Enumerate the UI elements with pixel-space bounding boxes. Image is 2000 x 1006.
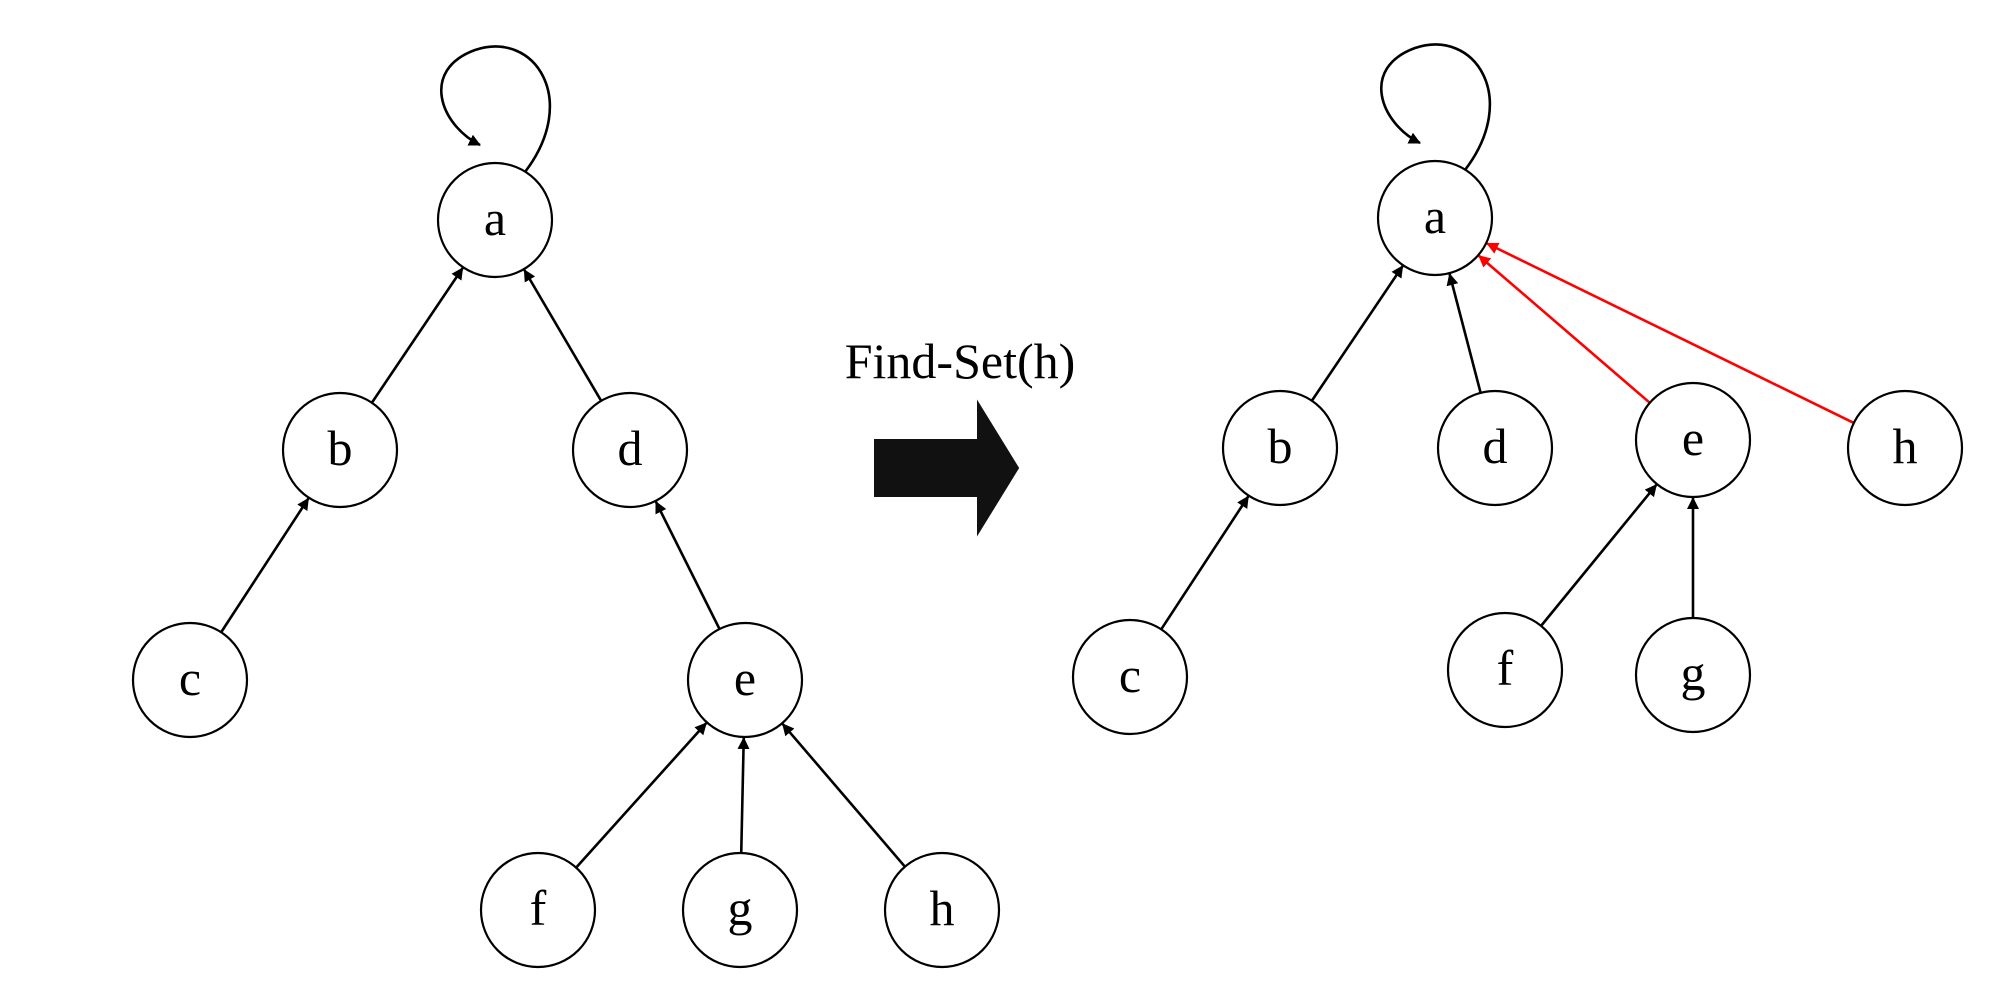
before-node-label-h: h: [930, 880, 955, 936]
after-node-circle-f: [1446, 611, 1564, 729]
after-node-b: b: [1221, 389, 1339, 507]
before-nodes: a b d c e f g h: [131, 161, 1001, 969]
before-edge-h-to-e: [781, 723, 906, 868]
before-node-circle-g: [681, 851, 799, 969]
operation-label: Find-Set(h): [845, 333, 1076, 389]
after-node-c: c: [1071, 618, 1189, 736]
after-node-circle-c: [1071, 618, 1189, 736]
before-node-e: e: [686, 621, 804, 739]
after-node-e: e: [1634, 381, 1752, 499]
after-node-circle-b: [1221, 389, 1339, 507]
after-tree: a b d e h c f g: [1071, 43, 1964, 736]
before-edge-g-to-e: [737, 736, 750, 854]
after-node-label-a: a: [1424, 188, 1446, 244]
before-node-label-c: c: [179, 650, 201, 706]
before-node-d: d: [571, 391, 689, 509]
before-tree: a b d c e f g h: [131, 45, 1001, 969]
before-node-label-f: f: [530, 880, 547, 936]
before-node-h: h: [883, 851, 1001, 969]
before-edge-f-to-e: [575, 722, 708, 869]
after-edges: [1160, 43, 1855, 631]
before-node-g: g: [681, 851, 799, 969]
after-node-f: f: [1446, 611, 1564, 729]
after-nodes: a b d e h c f g: [1071, 159, 1964, 736]
after-node-g: g: [1634, 616, 1752, 734]
before-edge-b-to-a: [370, 267, 464, 404]
before-node-label-a: a: [484, 190, 506, 246]
right-arrow-icon: [874, 399, 1020, 537]
after-node-label-b: b: [1268, 418, 1293, 474]
after-node-circle-a: [1376, 159, 1494, 277]
before-node-circle-b: [281, 391, 399, 509]
after-edge-d-to-a: [1446, 273, 1482, 394]
before-node-b: b: [281, 391, 399, 509]
before-node-circle-d: [571, 391, 689, 509]
after-node-label-f: f: [1497, 640, 1514, 696]
after-node-d: d: [1436, 389, 1554, 507]
before-node-f: f: [479, 851, 597, 969]
before-edge-self-loop-a: [440, 45, 552, 173]
before-node-label-e: e: [734, 650, 756, 706]
before-edge-e-to-d: [654, 500, 721, 630]
before-node-circle-f: [479, 851, 597, 969]
after-node-label-c: c: [1119, 647, 1141, 703]
before-node-circle-e: [686, 621, 804, 739]
after-node-circle-h: [1846, 389, 1964, 507]
after-node-label-e: e: [1682, 410, 1704, 466]
after-node-circle-e: [1634, 381, 1752, 499]
after-node-circle-d: [1436, 389, 1554, 507]
after-edge-f-to-e: [1540, 484, 1658, 627]
after-node-label-d: d: [1483, 418, 1508, 474]
before-edges: [220, 45, 906, 869]
after-edge-c-to-b: [1160, 495, 1250, 631]
after-node-label-h: h: [1893, 418, 1918, 474]
after-node-a: a: [1376, 159, 1494, 277]
before-edge-c-to-b: [220, 497, 310, 633]
before-node-circle-h: [883, 851, 1001, 969]
operation-arrow-group: Find-Set(h): [845, 333, 1076, 537]
before-node-circle-c: [131, 621, 249, 739]
after-edge-b-to-a: [1310, 265, 1404, 402]
after-edge-h-to-a: [1486, 242, 1855, 425]
after-edge-self-loop-a: [1380, 43, 1492, 171]
before-node-c: c: [131, 621, 249, 739]
before-node-label-b: b: [328, 420, 353, 476]
before-node-a: a: [436, 161, 554, 279]
after-node-label-g: g: [1681, 645, 1706, 701]
before-node-label-d: d: [618, 420, 643, 476]
after-node-circle-g: [1634, 616, 1752, 734]
after-edge-e-to-a: [1478, 254, 1651, 404]
before-node-circle-a: [436, 161, 554, 279]
before-node-label-g: g: [728, 880, 753, 936]
before-edge-d-to-a: [523, 269, 603, 402]
after-node-h: h: [1846, 389, 1964, 507]
